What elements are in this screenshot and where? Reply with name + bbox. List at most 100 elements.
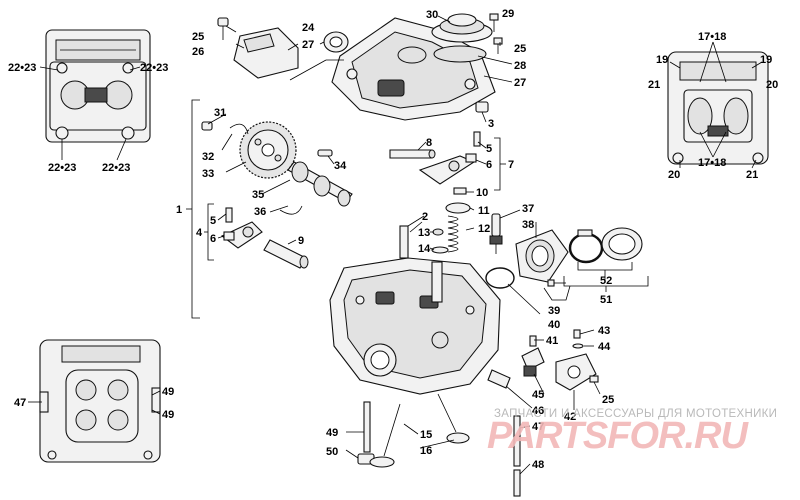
callout-46: 46 [532, 405, 544, 417]
callout-29: 29 [502, 8, 514, 20]
watermark-logo: PARTSFOR.RU [487, 415, 748, 457]
nut-6-upper [465, 153, 477, 163]
callout-5b: 5 [486, 143, 492, 155]
bolt-29 [489, 13, 499, 32]
bolt-39 [547, 279, 566, 287]
callout-37: 37 [522, 203, 534, 215]
callout-35: 35 [252, 189, 264, 201]
callout-30: 30 [426, 9, 438, 21]
washer-44 [572, 343, 584, 349]
head-top-view-left [45, 29, 151, 143]
callout-31: 31 [214, 107, 226, 119]
bolt-25-right [589, 375, 599, 383]
callout-19b: 19 [760, 54, 772, 66]
callout-20a: 20 [766, 79, 778, 91]
intake-boot [601, 227, 643, 261]
cylinder-head [329, 225, 501, 395]
callout-lines-right [669, 41, 763, 169]
pin-41 [529, 335, 537, 347]
valve-spring-12 [447, 215, 459, 253]
callout-2: 2 [422, 211, 428, 223]
bolt-25-top-right [493, 37, 503, 54]
bolt-43 [573, 329, 581, 339]
callout-27b: 27 [514, 77, 526, 89]
callout-27a: 27 [302, 39, 314, 51]
callout-34: 34 [334, 160, 347, 172]
stud-48 [513, 469, 521, 497]
cover-gasket-24 [323, 31, 349, 53]
valve-16 [437, 393, 470, 444]
callout-21a: 21 [648, 79, 660, 91]
seal-13 [432, 228, 444, 236]
callout-45: 45 [532, 389, 544, 401]
rocker-shaft-9 [263, 239, 309, 269]
callout-6a: 6 [210, 233, 216, 245]
callout-14: 14 [418, 243, 431, 255]
callout-24: 24 [302, 22, 315, 34]
callout-2223d: 22•23 [102, 162, 130, 174]
breather-housing-26 [233, 27, 299, 79]
retainer-11 [445, 202, 471, 214]
seat-14 [431, 246, 449, 254]
callout-44: 44 [598, 341, 611, 353]
valve-15 [369, 403, 401, 468]
stud-47 [513, 415, 521, 467]
callout-32: 32 [202, 151, 214, 163]
nut-6-lower [223, 231, 235, 241]
callout-9: 9 [298, 235, 304, 247]
callout-lines-left [39, 66, 141, 161]
head-bottom-view [39, 339, 161, 463]
callout-42: 42 [564, 411, 576, 423]
callout-labels: 25 26 24 27 30 29 25 28 27 3 22•23 22•23… [8, 8, 778, 471]
callout-8: 8 [426, 137, 432, 149]
callout-21b: 21 [746, 169, 758, 181]
gasket-28 [433, 45, 487, 63]
callout-1718b: 17•18 [698, 157, 726, 169]
callout-11: 11 [478, 205, 490, 217]
callout-38: 38 [522, 219, 534, 231]
callout-40: 40 [548, 319, 560, 331]
cap-3 [475, 101, 489, 113]
callout-28: 28 [514, 60, 526, 72]
pulley-30 [431, 13, 493, 43]
callout-36: 36 [254, 206, 266, 218]
callout-15: 15 [420, 429, 432, 441]
bolt-25-top [217, 17, 229, 40]
callout-47a: 47 [14, 397, 26, 409]
callout-19a: 19 [656, 54, 668, 66]
callout-10: 10 [476, 187, 488, 199]
callout-51: 51 [600, 294, 612, 306]
rocker-shaft-8 [389, 149, 436, 159]
callout-16: 16 [420, 445, 432, 457]
cam-sprocket-33 [239, 121, 297, 179]
head-top-view-right [667, 51, 769, 165]
callout-33: 33 [202, 168, 214, 180]
screw-5-upper [473, 131, 481, 147]
callout-2223c: 22•23 [48, 162, 76, 174]
camshaft-35 [287, 161, 353, 207]
callout-12: 12 [478, 223, 490, 235]
intake-manifold-40 [515, 229, 569, 283]
sensor-45 [521, 347, 545, 377]
hose-clamp [568, 229, 604, 264]
clip-32 [229, 123, 249, 135]
callout-47b: 47 [532, 421, 544, 433]
callout-1718a: 17•18 [698, 31, 726, 43]
keeper-10 [453, 187, 467, 195]
callout-52: 52 [600, 275, 612, 287]
callout-5a: 5 [210, 215, 216, 227]
callout-49c: 49 [326, 427, 338, 439]
callout-20b: 20 [668, 169, 680, 181]
callout-49a: 49 [162, 386, 174, 398]
callout-49b: 49 [162, 409, 174, 421]
callout-41: 41 [546, 335, 558, 347]
callout-25b: 25 [514, 43, 526, 55]
callout-6b: 6 [486, 159, 492, 171]
callout-4: 4 [196, 227, 203, 239]
callout-3: 3 [488, 118, 494, 130]
callout-48: 48 [532, 459, 544, 471]
callout-7: 7 [508, 159, 514, 171]
stud-49 [363, 401, 371, 453]
o-ring-40 [485, 267, 515, 289]
callout-1: 1 [176, 204, 182, 216]
